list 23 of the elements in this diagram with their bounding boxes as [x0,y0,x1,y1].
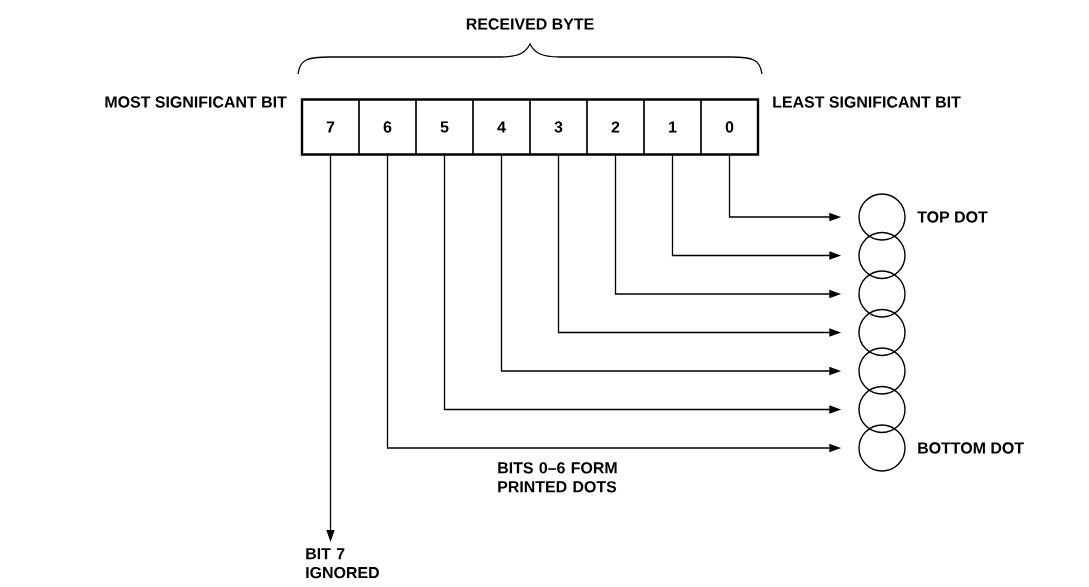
dot-circle [858,308,906,357]
heading-text: RECEIVED BYTE [466,18,594,30]
bit-cell: 4 [472,98,531,156]
note-text: BIT 7 IGNORED [306,548,379,579]
bit-order-label: LEAST SIGNIFICANT BIT [773,96,961,108]
dot-label: TOP DOT [917,211,988,223]
bit-order-label: MOST SIGNIFICANT BIT [105,96,287,108]
note-text: BITS 0–6 FORM PRINTED DOTS [498,462,617,493]
dot-circle [858,347,906,395]
byte-register-box [300,98,760,156]
dot-label: BOTTOM DOT [918,442,1024,454]
bit-cell: 5 [415,98,474,156]
bit-cell: 0 [700,98,759,156]
dot-circle [858,424,906,472]
dot-circle [858,193,906,241]
bit-cell: 7 [301,98,360,156]
dot-circle [858,270,906,318]
bit-cell: 6 [358,98,417,156]
bit-cell: 2 [586,98,645,156]
bit-cell: 3 [529,98,588,156]
dot-circle [858,231,906,280]
dot-circle [858,385,906,434]
bit-cell: 1 [643,98,702,156]
